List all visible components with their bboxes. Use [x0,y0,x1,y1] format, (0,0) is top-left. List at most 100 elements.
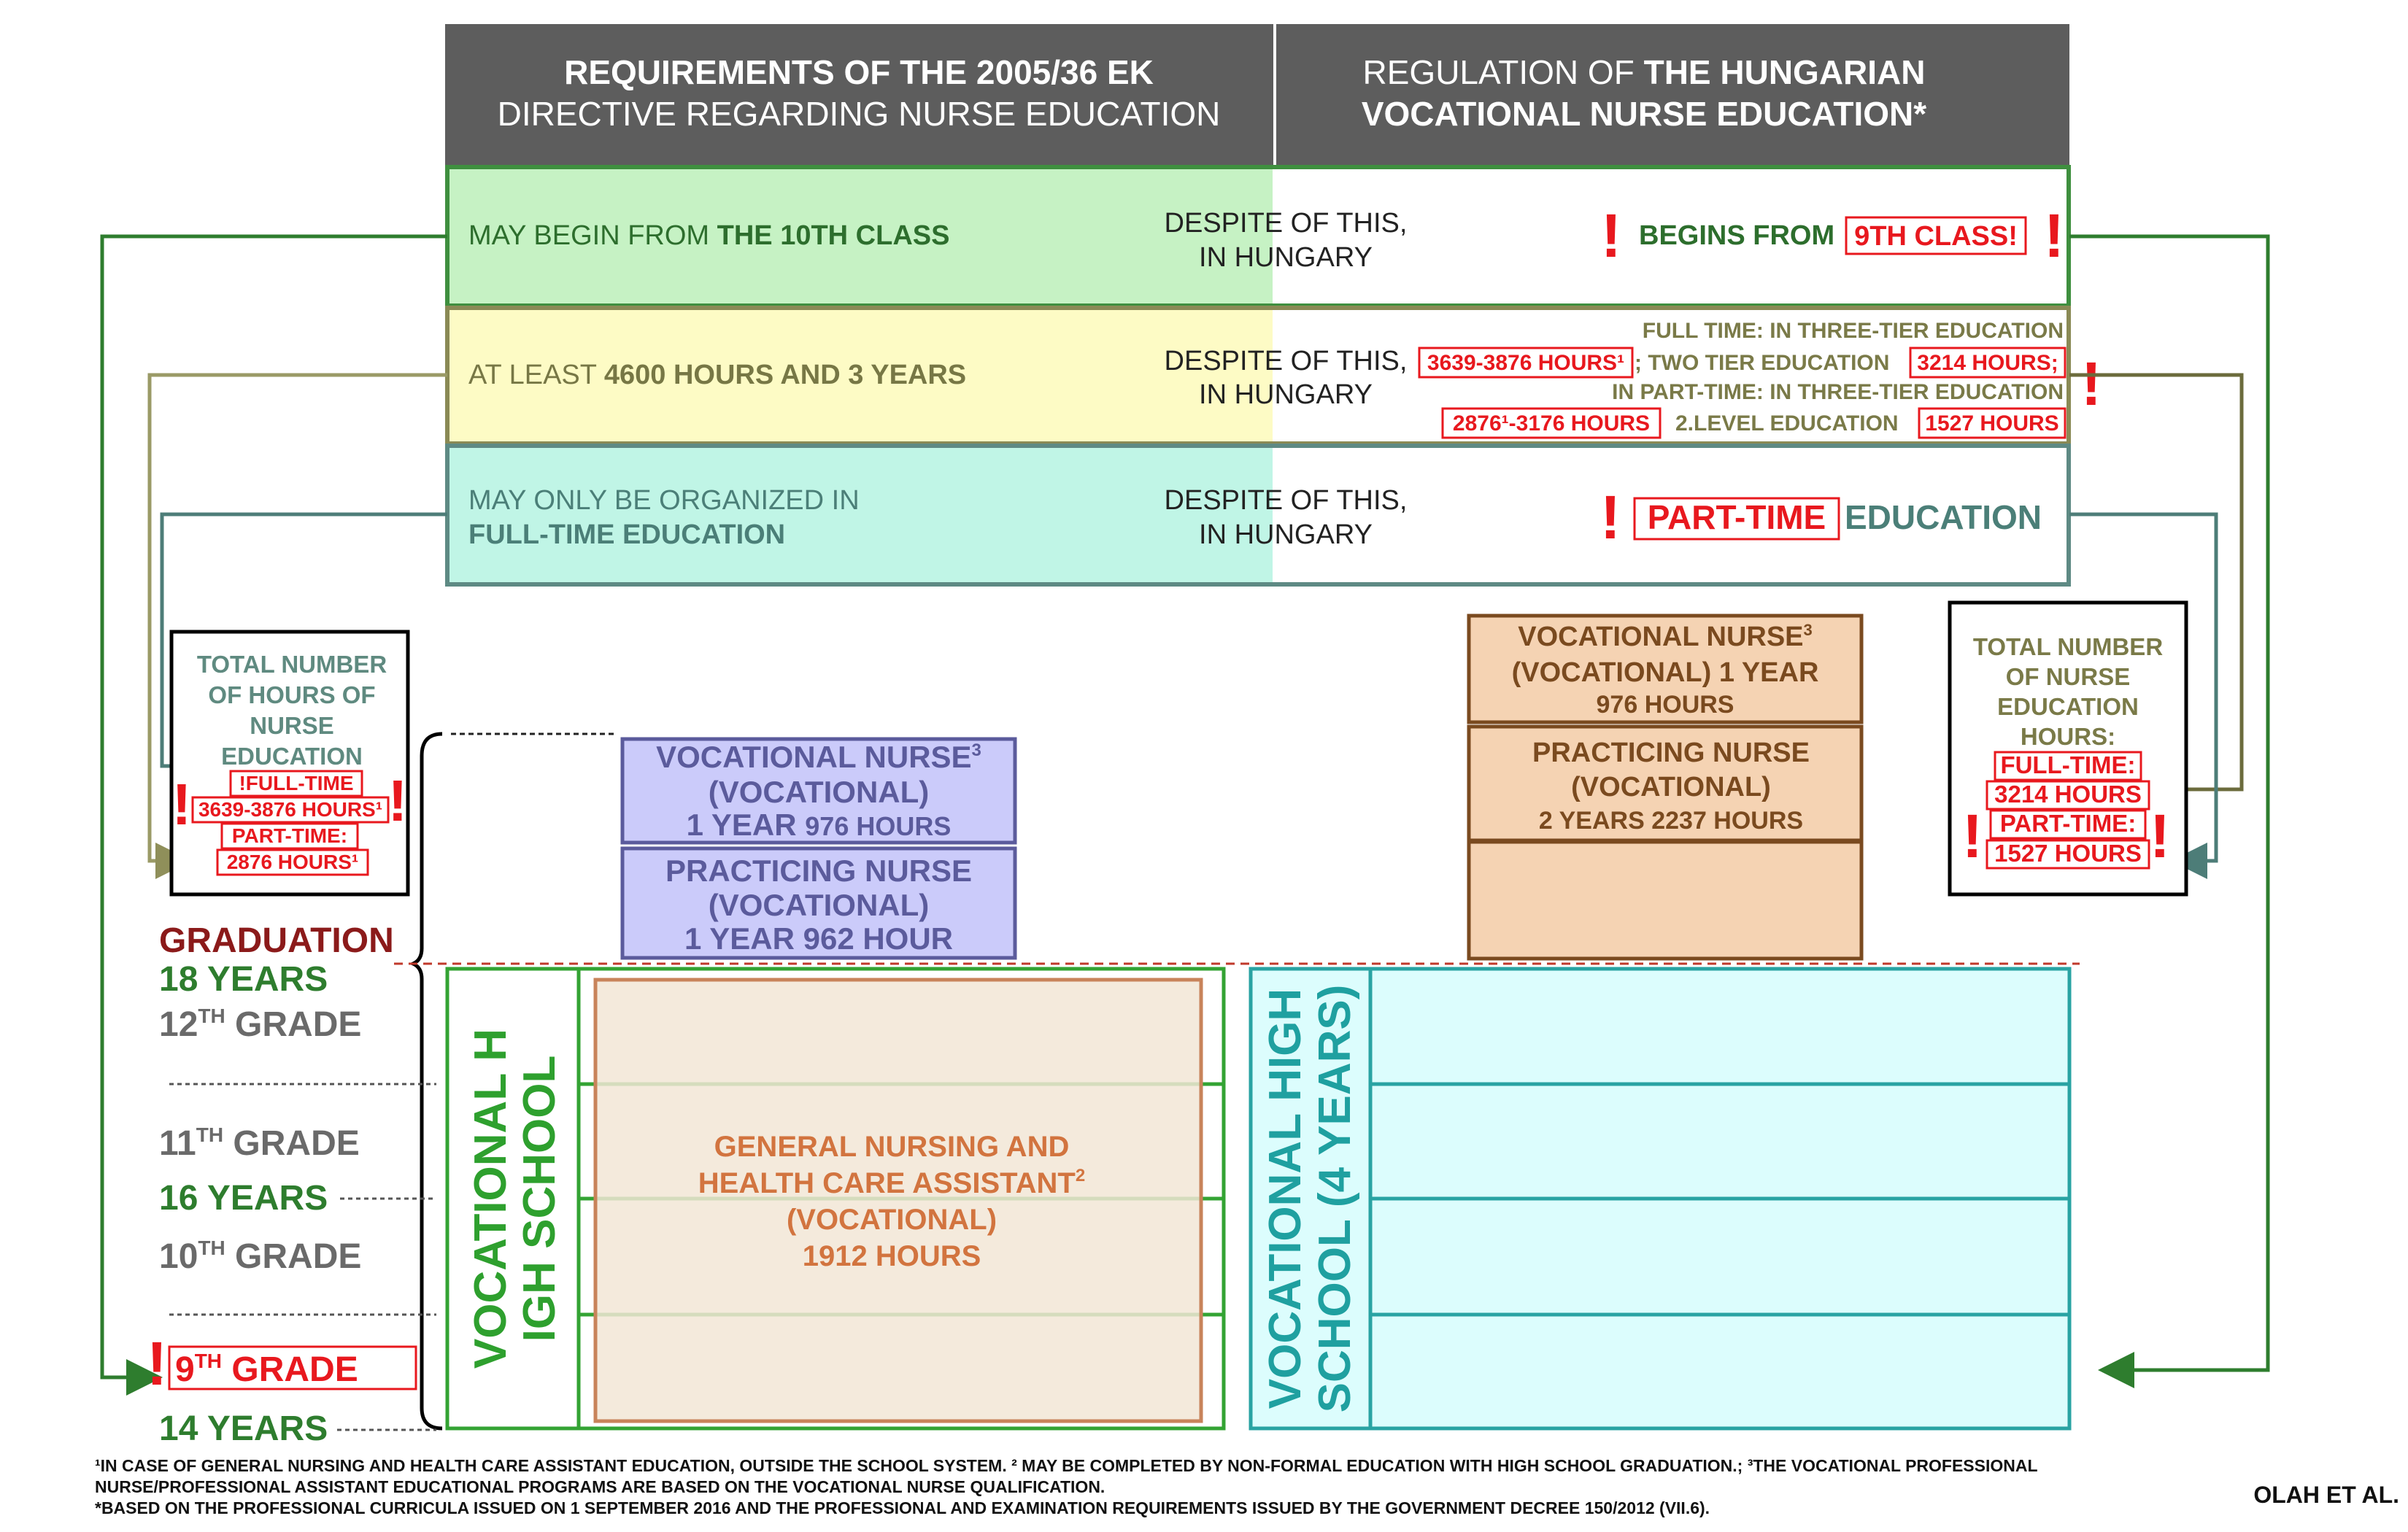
row2-left-text: AT LEAST 4600 HOURS AND 3 YEARS [468,360,966,390]
row2-exclamation: ! [2081,349,2102,418]
row1-exclamation-right: ! [2044,201,2064,270]
general-nursing-line1: GENERAL NURSING AND [714,1131,1070,1163]
right-school-vertical-line2: SCHOOL (4 YEARS) [1310,985,1360,1413]
left-total-box3-text: PART-TIME: [232,824,347,847]
row2-box-level2 [1918,407,2067,439]
right-practicing-nurse-block [1467,724,1864,843]
left-vn-line1: VOCATIONAL NURSE3 [656,740,981,774]
left-pn-line1: PRACTICING NURSE [665,854,972,888]
footnote-line1: ¹IN CASE OF GENERAL NURSING AND HEALTH C… [95,1456,2038,1475]
row1-right-text: BEGINS FROM [1639,220,1834,251]
left-total-box2-text: 3639-3876 HOURS¹ [198,798,382,821]
age-16-label: 16 YEARS [159,1179,328,1218]
header-left-cell [445,24,1273,167]
left-total-box4-text: 2876 HOURS¹ [227,851,359,873]
row3-middle-line2: IN HUNGARY [1199,519,1373,550]
right-total-box1 [1994,751,2142,781]
arrow-row1-to-right-school [2069,234,2270,1388]
left-total-box4 [216,848,369,876]
right-pn-line1: PRACTICING NURSE [1532,738,1810,768]
curly-brace [408,732,443,1431]
left-total-box1 [229,770,363,797]
row2-box-hours-full-text: 3639-3876 HOURS¹ [1427,351,1624,375]
row3-left-line1: MAY ONLY BE ORGANIZED IN [468,485,860,516]
right-vn-line1: VOCATIONAL NURSE3 [1518,621,1813,652]
right-total-title1: TOTAL NUMBER [1973,633,2163,660]
left-pn-line2: (VOCATIONAL) [709,888,930,922]
left-practicing-nurse-block [620,846,1017,960]
row1-exclamation-left: ! [1601,201,1621,270]
right-vn-line2: (VOCATIONAL) 1 YEAR [1512,657,1819,688]
right-total-box4 [1986,839,2150,870]
left-school-vertical-line1: VOCATIONAL H [466,1029,516,1369]
row1-middle-line1: DESPITE OF THIS, [1165,208,1408,239]
row3-highlight-box [1633,497,1840,541]
right-total-box4-text: 1527 HOURS [1994,840,2142,867]
general-nursing-block [593,978,1203,1423]
age-18-label: 18 YEARS [159,960,328,999]
grade-9-label: 9TH GRADE [175,1350,358,1389]
row3-left-cell [447,446,1273,584]
footnote-line2: NURSE/PROFESSIONAL ASSISTANT EDUCATIONAL… [95,1477,1105,1496]
left-total-title3: NURSE [250,712,334,739]
row1-left-text: MAY BEGIN FROM THE 10TH CLASS [468,220,949,251]
general-nursing-line4: 1912 HOURS [803,1240,981,1272]
row2-left-cell [447,308,1273,444]
right-total-exclamation-left: ! [1962,802,1983,870]
row2-box-hours-part [1441,407,1662,439]
row2-box-level2-text: 1527 HOURS [1925,411,2058,436]
left-vn-line3: 1 YEAR 976 HOURS [687,808,952,842]
general-nursing-line3: (VOCATIONAL) [787,1204,997,1236]
left-total-title1: TOTAL NUMBER [197,651,387,678]
grade-11-label: 11TH GRADE [159,1123,360,1163]
left-total-title2: OF HOURS OF [208,681,375,708]
arrow-row3-to-right-total [2069,512,2218,879]
grade-9-box [168,1345,417,1390]
right-total-exclamation-right: ! [2150,802,2170,870]
left-pn-line3: 1 YEAR 962 HOUR [684,921,953,956]
grade-10-label: 10TH GRADE [159,1237,361,1276]
row3-left-line2: FULL-TIME EDUCATION [468,519,785,550]
right-total-box3-text: PART-TIME: [2000,810,2136,837]
credit-label: OLAH ET AL. [2253,1482,2399,1508]
row2-right-line3: IN PART-TIME: IN THREE-TIER EDUCATION [1612,380,2064,404]
footnote-line3: *BASED ON THE PROFESSIONAL CURRICULA ISS… [95,1498,1710,1517]
row2-box-hours-full [1418,347,1634,379]
header-left-title: REQUIREMENTS OF THE 2005/36 EK [564,53,1154,91]
age-14-label: 14 YEARS [159,1409,328,1448]
right-total-title4: HOURS: [2021,723,2115,750]
row3-middle-line1: DESPITE OF THIS, [1165,485,1408,516]
row1-highlight-text: 9TH CLASS! [1854,221,2018,252]
right-vn-line3: 976 HOURS [1597,691,1734,719]
row2-right-line4-mid: 2.LEVEL EDUCATION [1675,411,1899,436]
row1-highlight-box [1845,216,2027,255]
left-vocational-nurse-block [620,737,1017,845]
row2-middle-line2: IN HUNGARY [1199,379,1373,410]
header-right-cell [1276,24,2069,167]
header-right-title: REGULATION OF THE HUNGARIAN [1363,53,1926,91]
row3-highlight-text: PART-TIME [1648,498,1826,536]
right-school-vertical-line1: VOCATIONAL HIGH [1260,989,1311,1409]
row2-box-two-tier-text: 3214 HOURS; [1917,351,2058,375]
row2-box-two-tier [1909,347,2067,379]
left-vn-line2: (VOCATIONAL) [709,775,930,809]
right-pn-line2: (VOCATIONAL) [1571,772,1771,802]
left-total-exclamation-right: ! [388,768,408,833]
row3-right-text: EDUCATION [1845,498,2042,536]
general-nursing-line2: HEALTH CARE ASSISTANT2 [698,1166,1085,1199]
row3-exclamation: ! [1600,483,1621,552]
left-total-exclamation-left: ! [172,772,192,837]
right-pn-line3: 2 YEARS 2237 HOURS [1539,807,1803,835]
header-left-subtitle: DIRECTIVE REGARDING NURSE EDUCATION [498,95,1221,133]
arrow-row2-to-left-total [147,373,447,879]
row1-middle-line2: IN HUNGARY [1199,242,1373,273]
right-total-box2-text: 3214 HOURS [1994,781,2142,808]
left-total-box1-text: !FULL-TIME [239,772,353,794]
row2-middle-line1: DESPITE OF THIS, [1165,346,1408,376]
left-total-box3 [220,822,359,850]
row2-right-line1: FULL TIME: IN THREE-TIER EDUCATION [1643,319,2064,343]
right-empty-block [1467,840,1864,961]
header-right-subtitle: VOCATIONAL NURSE EDUCATION* [1362,95,1926,133]
arrow-row2-to-right-total [2069,373,2244,808]
